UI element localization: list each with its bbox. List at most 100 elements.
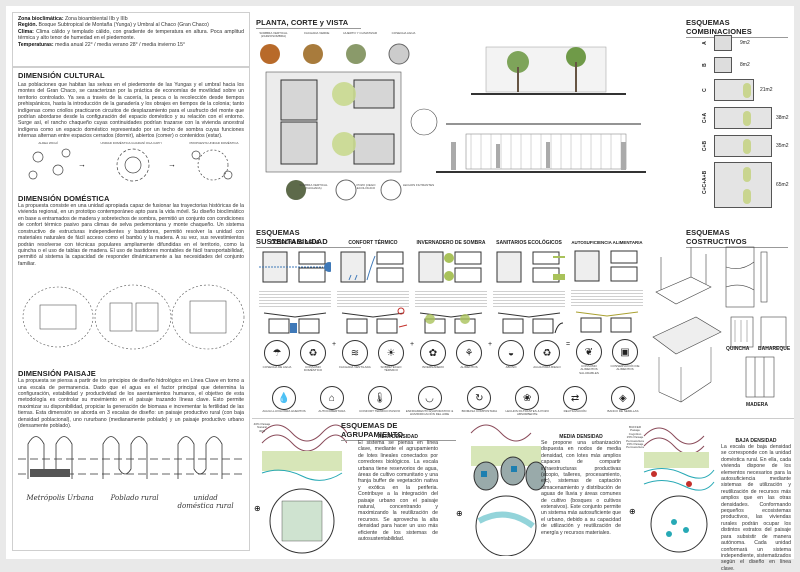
result-icons: 💧AGUA LLUVIA PARA HUERTOS ⌂AUTOCOBERTURA… (261, 386, 646, 417)
alta-densidad: ALTA DENSIDAD El sistema se piensa en lí… (358, 434, 438, 543)
text-block (415, 291, 487, 307)
callout-huerto: HUERTO Y CLIMATIZAR (343, 31, 378, 35)
strata-labels-alta: 40% Paisaje Natural 30% (253, 422, 271, 433)
high-density-diagram: ⊕ (254, 424, 347, 554)
confort-section (341, 307, 408, 334)
label-madera: MADERA (746, 402, 768, 408)
callout-cosecha: COSECHA AGUA (391, 31, 416, 35)
strata-labels-baja: BUFFER Paisaje Cognitivo 15% Paisaje Per… (626, 425, 644, 450)
food-storage-icon: ▣ (612, 339, 638, 365)
plus-operator: + (410, 341, 415, 348)
healthy-food-icon: ❦ (576, 339, 602, 365)
rain-garden-icon: 💧 (272, 386, 296, 410)
alta-title: ALTA DENSIDAD (378, 434, 418, 440)
seed-bank-icon: ◈ (610, 386, 635, 410)
svg-text:⊕: ⊕ (456, 509, 463, 518)
area-label: 9m2 (740, 40, 750, 46)
thermal-roof-icon: ☀ (378, 340, 404, 366)
planta-callouts: SOMBRA VERTICAL (ZARZOSOMBRA) FACHADA VE… (256, 31, 421, 39)
area-label: 65m2 (776, 182, 789, 188)
poster-board: Zona bioclimática: Zona bioambiental IIb… (6, 6, 794, 572)
icon-label: CONSUMO ALIMENTOS SALUDABLES (579, 364, 599, 375)
paisaje-text: La propuesta se piensa a partir de los p… (18, 378, 244, 429)
label-quincha: QUINCHA (726, 346, 750, 352)
food-gardening-icon: ⚘ (456, 340, 482, 366)
region-label: Región. (18, 22, 38, 29)
paisaje-title: DIMENSIÓN PAISAJE (18, 369, 96, 379)
elevation-view (485, 46, 607, 93)
callout-lechos: LECHOS FILTRANTES (402, 183, 435, 187)
invernadero-section (419, 312, 483, 334)
callout-sombra: SOMBRA VERTICAL (ZARZOSOMBRA) (259, 31, 288, 39)
caption-aldea: ALDEA WICHÍ (38, 140, 58, 145)
plus-operator: + (332, 341, 337, 348)
label-bahareque: BAHAREQUE (758, 346, 791, 352)
autosuficiencia-diagram (574, 250, 638, 282)
cosecha-diagram (259, 251, 334, 283)
cultural-settlement-sketches: →→ (28, 148, 233, 182)
cultural-title: DIMENSIÓN CULTURAL (18, 71, 105, 80)
temp-label: Temperaturas: (18, 41, 54, 48)
media-densidad: MEDIA DENSIDAD Se propone una urbanizaci… (541, 434, 621, 536)
domestica-text: La propuesta consiste en una unidad apro… (18, 203, 244, 267)
combinaciones-title: ESQUEMAS COMBINACIONES (686, 18, 788, 38)
baja-text: La escala de baja densidad se correspond… (721, 444, 791, 572)
column-title: CONFORT TÉRMICO (348, 240, 398, 246)
column-title: COSECHA DE AGUA (270, 240, 320, 246)
caption-propuesta: PROPUESTA UNIDAD DOMÉSTICA (189, 140, 239, 145)
column-autosuficiencia: AUTOSUFICIENCIA ALIMENTARIA ❦ ▣ CONSUMO A… (568, 240, 646, 375)
water-harvest-icon: ☂ (264, 340, 290, 366)
text-block (493, 291, 565, 307)
column-title: SANITARIOS ECOLÓGICOS (496, 240, 562, 246)
area-label: 38m2 (776, 115, 789, 121)
recycle-water-icon: ♻ (534, 340, 560, 366)
cultural-text: Las poblaciones que habitan las selvas e… (18, 82, 244, 140)
label-metropolis: Metrópolis Urbana (26, 494, 94, 503)
callout-sombra-fachada: SOMBRA VERTICAL (FACHADA) (299, 183, 328, 191)
clima-value: Clima cálido y templado cálido, con grad… (18, 28, 244, 42)
ventilated-facade-icon: ≋ (342, 340, 368, 366)
result-label: BIOMASA COMPOSTADA (461, 409, 498, 413)
domestica-title: DIMENSIÓN DOMÉSTICA (18, 194, 110, 204)
temp-value: media anual 22° / media verano 28° / med… (55, 41, 186, 48)
construction-axonometrics (652, 246, 787, 403)
area-label: 8m2 (740, 62, 750, 68)
evaporative-cooling-icon: ◡ (417, 386, 442, 410)
result-label: LECHOS FILTRANTES & POZO ABSORBENTE (505, 409, 549, 417)
column-title: AUTOSUFICIENCIA ALIMENTARIA (571, 240, 643, 245)
plus-operator: + (488, 341, 493, 348)
planta-title: PLANTA, CORTE y VISTA (256, 18, 361, 29)
icon-label: CONSERVACIÓN DE ALIMENTOS (610, 364, 640, 372)
plan-section-elevation-drawing (260, 43, 646, 201)
compost-cycle-icon: ↻ (467, 386, 492, 410)
result-label: AGUA LLUVIA PARA HUERTOS (262, 409, 306, 413)
result-label: ENFRIAMIENTO EVAPORATIVO & HUMIDIFICACIÓ… (405, 409, 454, 417)
clima-label: Clima: (18, 28, 34, 35)
filter-bed-icon: ❀ (515, 386, 540, 410)
svg-text:→: → (78, 160, 86, 169)
alta-text: El sistema se piensa en línea clave, med… (358, 440, 438, 543)
svg-text:⊕: ⊕ (254, 504, 261, 513)
low-density-diagram: ⊕ (629, 427, 715, 553)
autosuficiencia-section (575, 311, 639, 333)
result-label: BANCO DE SEMILLAS (607, 409, 639, 413)
icon-label: AGUA PARA RIEGO (533, 365, 561, 369)
recycle-water-icon: ♻ (300, 340, 326, 366)
svg-text:→: → (168, 160, 176, 169)
column-title: INVERNADERO DE SOMBRA (416, 240, 486, 246)
media-text: Se propone una urbanización dispuesta en… (541, 440, 621, 536)
equals-operator: = (566, 341, 571, 348)
text-block (259, 291, 331, 307)
baja-title: BAJA DENSIDAD (735, 438, 777, 444)
label-poblado: Poblado rural (110, 494, 159, 503)
climate-info-box: Zona bioclimática: Zona bioambiental IIb… (12, 12, 250, 67)
keyline-landscape-sketch (18, 436, 246, 480)
icon-label: CONSUMO DOMÉSTICO (303, 365, 323, 373)
area-label: 21m2 (760, 87, 773, 93)
icon-label: SOBRETECHO TÉRMICO (380, 365, 402, 373)
